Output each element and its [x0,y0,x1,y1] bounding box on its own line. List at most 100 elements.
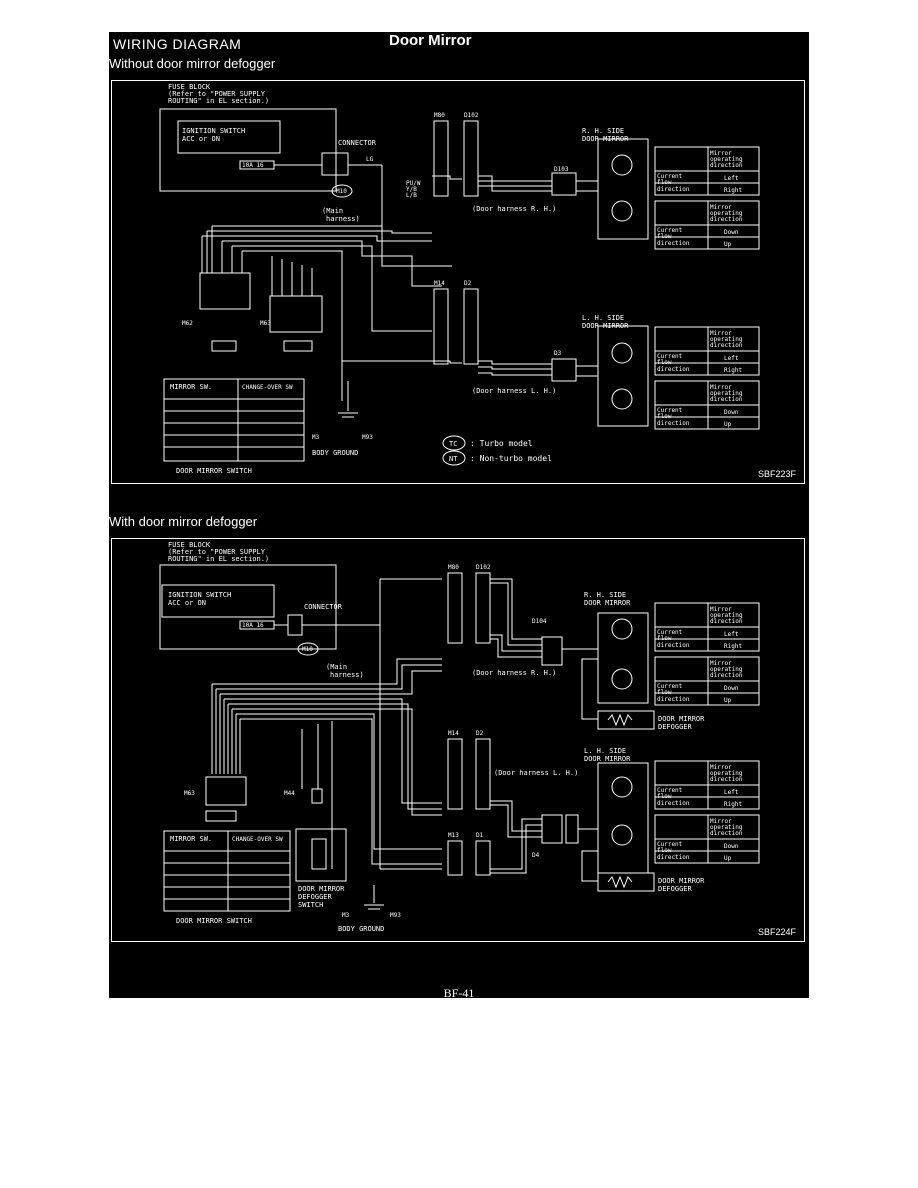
fuse-block-label: FUSE BLOCK [168,83,211,91]
mt1-h3: direction [710,162,743,169]
mt5-h3: direction [710,618,743,625]
fuse-rating-2: 10A 16 [242,622,264,629]
fuse-block-ref2: ROUTING" in EL section.) [168,97,269,105]
mt3-right: Right [724,367,742,374]
mt4-r1: Current [657,407,683,414]
switch-header-mirror: MIRROR SW. [170,383,212,391]
defogger-rh-2: DEFOGGER [658,723,693,731]
mt7-r2: flow [657,793,672,800]
mt4-down: Down [724,409,739,416]
mt6-h1: Mirror [710,660,732,667]
mt4-r3: direction [657,420,690,427]
mt4-h2: operating [710,390,743,397]
mt2-up: Up [724,241,732,248]
mt3-r2: flow [657,359,672,366]
lh-mirror-label-1: L. H. SIDE [582,314,624,322]
mt6-h3: direction [710,672,743,679]
mt8-down: Down [724,843,739,850]
conn2-d1: D1 [476,832,484,839]
mt3-r1: Current [657,353,683,360]
diagram-with-defogger: FUSE BLOCK (Refer to "POWER SUPPLY ROUTI… [111,538,805,942]
mt3-left: Left [724,355,739,362]
connector-label-2: CONNECTOR [304,603,343,611]
rh-mirror-2-2: DOOR MIRROR [584,599,631,607]
mt6-up: Up [724,697,732,704]
defogger-rh-1: DOOR MIRROR [658,715,705,723]
mt5-r3: direction [657,642,690,649]
main-harness-2-2: harness) [330,671,364,679]
lh-mirror-2-1: L. H. SIDE [584,747,626,755]
mt1-r3: direction [657,186,690,193]
defogger-lh-2: DEFOGGER [658,885,693,893]
lh-mirror-label-2: DOOR MIRROR [582,322,629,330]
mt2-r1: Current [657,227,683,234]
section-label-without-defogger: Without door mirror defogger [109,56,276,71]
connector-label: CONNECTOR [338,139,377,147]
mt1-h1: Mirror [710,150,732,157]
page-number: BF-41 [443,986,475,1000]
fuse-block-ref-2: (Refer to "POWER SUPPLY [168,548,266,556]
mt3-h2: operating [710,336,743,343]
conn-m80: M80 [434,112,445,119]
conn-m63: M63 [260,320,271,327]
switch-label-2: DOOR MIRROR SWITCH [176,917,252,925]
mt7-r3: direction [657,800,690,807]
conn2-m63: M63 [184,790,195,797]
mt8-h1: Mirror [710,818,732,825]
switch-header-change: CHANGE-OVER SW [242,384,293,391]
switch2-header-mirror: MIRROR SW. [170,835,212,843]
main-harness-2: harness) [326,215,360,223]
mt7-r1: Current [657,787,683,794]
ignition-switch-state: ACC or ON [182,135,220,143]
mt7-h3: direction [710,776,743,783]
conn-m62: M62 [182,320,193,327]
mt2-h1: Mirror [710,204,732,211]
legend-tc-tag: TC [449,440,457,448]
fuse-rating: 10A 16 [242,162,264,169]
fuse-block-ref2-2: ROUTING" in EL section.) [168,555,269,563]
mt2-r2: flow [657,233,672,240]
conn-d102: D102 [464,112,479,119]
defogger-switch-1: DOOR MIRROR [298,885,345,893]
mt8-h2: operating [710,824,743,831]
diagram-code-1: SBF223F [757,469,796,479]
lh-mirror-2-2: DOOR MIRROR [584,755,631,763]
conn2-m13: M13 [448,832,459,839]
wire-lg: LG [366,156,374,163]
ignition-switch-label-2: IGNITION SWITCH [168,591,231,599]
diagram-without-defogger: FUSE BLOCK (Refer to "POWER SUPPLY ROUTI… [111,80,805,484]
section-label-with-defogger: With door mirror defogger [109,514,258,529]
conn-d103: D103 [554,166,569,173]
conn2-d102: D102 [476,564,491,571]
door-harness-rh: (Door harness R. H.) [472,205,556,213]
wiring-schematic-1: FUSE BLOCK (Refer to "POWER SUPPLY ROUTI… [159,83,760,475]
mt8-r3: direction [657,854,690,861]
defogger-switch-2: DEFOGGER [298,893,333,901]
mt6-r3: direction [657,696,690,703]
conn-m93: M93 [362,434,373,441]
mt3-r3: direction [657,366,690,373]
mt8-h3: direction [710,830,743,837]
mt5-h2: operating [710,612,743,619]
diagram-code-2: SBF224F [757,927,796,937]
mt4-h3: direction [710,396,743,403]
conn2-m14: M14 [448,730,459,737]
mt2-h3: direction [710,216,743,223]
wire-lb: L/B [406,192,417,199]
wire-puw: PU/W [406,180,421,187]
mt5-r1: Current [657,629,683,636]
rh-mirror-label-2: DOOR MIRROR [582,135,629,143]
ignition-switch-state-2: ACC or ON [168,599,206,607]
conn-m3: M3 [312,434,320,441]
mt5-h1: Mirror [710,606,732,613]
page-title: Door Mirror [389,32,472,49]
mt3-h1: Mirror [710,330,732,337]
mt6-h2: operating [710,666,743,673]
defogger-lh-1: DOOR MIRROR [658,877,705,885]
conn2-m10: M10 [302,646,313,653]
main-harness-2-1: (Main [326,663,347,671]
conn2-d4: D4 [532,852,540,859]
conn2-m93: M93 [390,912,401,919]
switch-label: DOOR MIRROR SWITCH [176,467,252,475]
mt5-r2: flow [657,635,672,642]
